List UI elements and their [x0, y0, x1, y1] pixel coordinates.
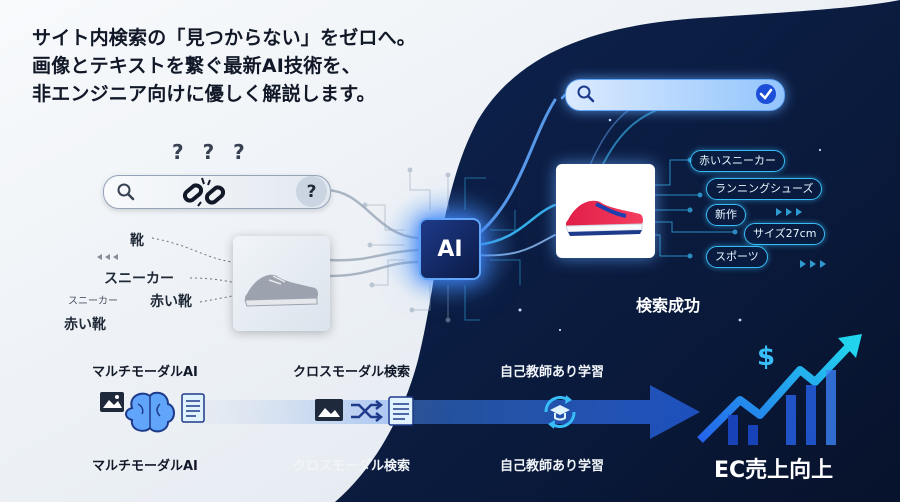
ec-sales-label: EC売上向上	[714, 458, 834, 483]
keyword-red-shoes-2: 赤い靴	[64, 317, 106, 333]
keyword-sneaker: スニーカー	[104, 271, 174, 287]
search-success-label: 検索成功	[636, 296, 701, 315]
shuffle-icon	[351, 400, 384, 422]
search-icon-right	[577, 85, 595, 103]
red-shoe-card	[556, 164, 655, 258]
tag-size[interactable]: サイズ27cm	[744, 223, 826, 245]
red-shoe-image	[565, 200, 643, 236]
tag-red-sneaker[interactable]: 赤いスニーカー	[690, 150, 785, 172]
label-multimodal-bottom: マルチモーダルAI	[92, 459, 198, 474]
label-crossmodal-top: クロスモーダル検索	[293, 365, 411, 380]
check-circle-icon	[756, 84, 776, 104]
tag-sports[interactable]: スポーツ	[706, 246, 768, 268]
success-search-bar[interactable]	[565, 79, 785, 111]
grey-shoe-card	[233, 236, 330, 331]
headline: サイト内検索の「見つからない」をゼロへ。 画像とテキストを繋ぐ最新AI技術を、 …	[32, 24, 416, 108]
question-icon[interactable]: ?	[296, 176, 327, 207]
keyword-red-shoes: 赤い靴	[150, 294, 192, 310]
keyword-sneaker-small: スニーカー	[68, 296, 118, 307]
headline-line-1: サイト内検索の「見つからない」をゼロへ。	[32, 27, 417, 49]
multimodal-icon-group	[100, 391, 205, 433]
brain-icon	[125, 391, 175, 433]
label-selfsup-top: 自己教師あり学習	[500, 365, 605, 380]
ai-chip: AI	[419, 218, 481, 280]
cycle-graduation-icon	[544, 395, 576, 429]
failed-search-bar[interactable]	[103, 175, 331, 209]
crossmodal-icon-group	[315, 396, 414, 426]
grey-shoe-image	[244, 274, 318, 307]
label-crossmodal-bottom: クロスモーダル検索	[293, 459, 411, 474]
keyword-kutsu: 靴	[130, 233, 144, 249]
label-multimodal-top: マルチモーダルAI	[92, 365, 198, 380]
document-icon	[388, 396, 414, 426]
growth-arrow-icon	[697, 334, 862, 445]
dollar-icon: $	[757, 342, 776, 372]
headline-line-2: 画像とテキストを繋ぐ最新AI技術を、	[32, 55, 361, 77]
image-icon	[100, 392, 124, 412]
document-icon	[181, 393, 205, 423]
search-icon	[117, 183, 135, 201]
broken-link-icon	[182, 177, 226, 207]
image-icon	[315, 399, 343, 421]
headline-line-3: 非エンジニア向けに優しく解説します。	[32, 83, 376, 105]
tag-new[interactable]: 新作	[706, 204, 746, 226]
label-selfsup-bottom: 自己教師あり学習	[500, 459, 605, 474]
tag-running-shoes[interactable]: ランニングシューズ	[706, 178, 823, 200]
question-marks: ? ? ?	[172, 140, 251, 164]
